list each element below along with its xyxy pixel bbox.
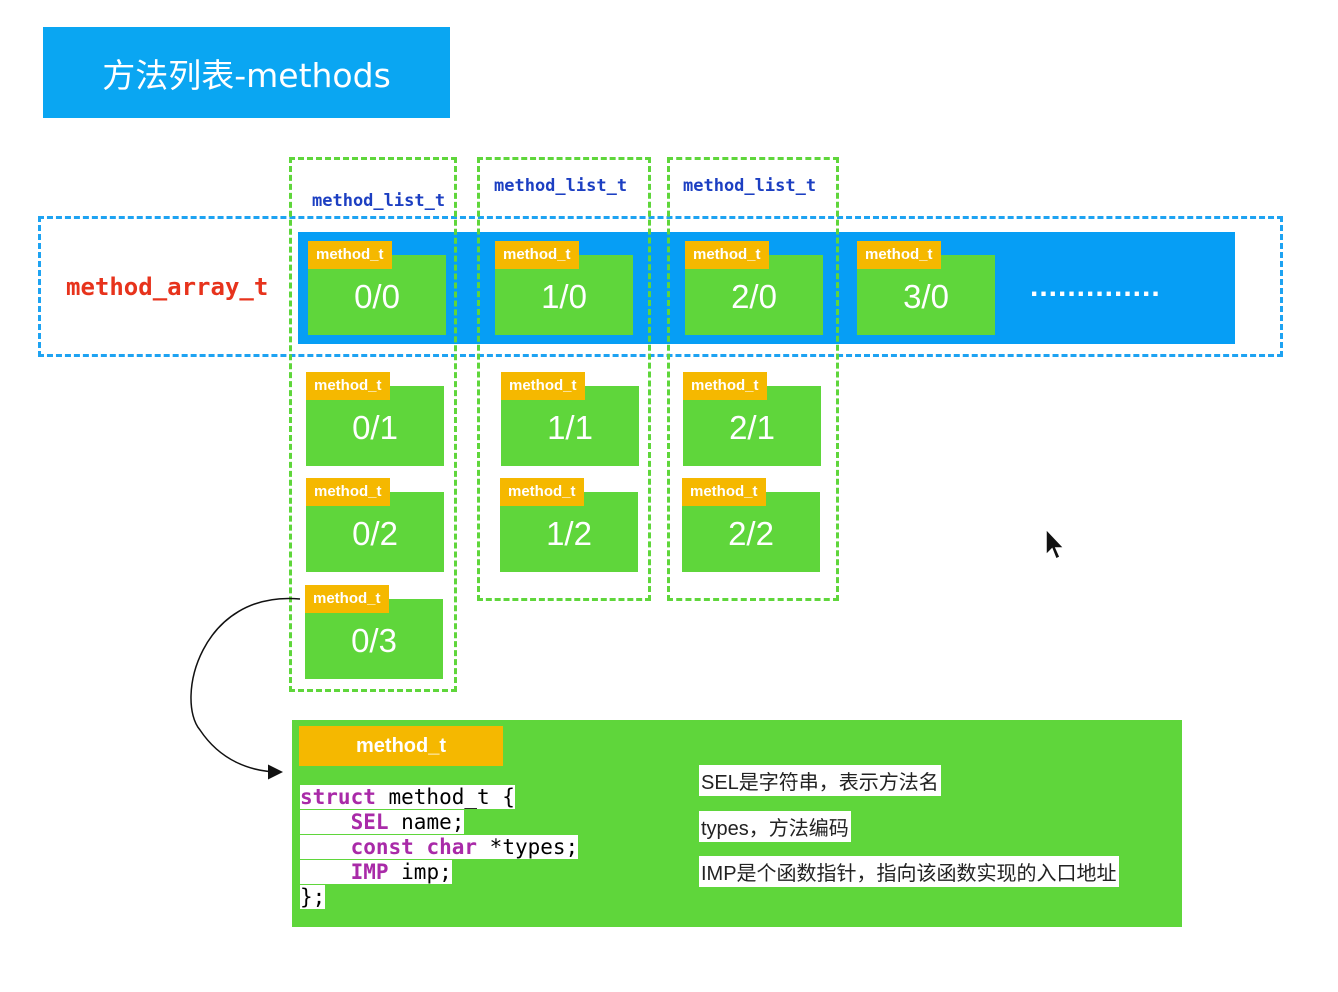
code-text: }; (300, 885, 326, 909)
method-card-1-2: method_t 1/2 (500, 478, 638, 572)
method-index: 0/2 (352, 515, 398, 552)
method-list-container-0 (289, 157, 457, 692)
imp-note: IMP是个函数指针，指向该函数实现的入口地址 (699, 856, 1119, 887)
code-text: *types; (477, 835, 579, 859)
code-keyword: const (350, 835, 414, 859)
method-tag: method_t (308, 241, 392, 269)
method-card-0-0: method_t 0/0 (308, 241, 446, 335)
method-tag: method_t (501, 372, 585, 400)
title-banner: 方法列表-methods (43, 27, 450, 118)
method-tag: method_t (306, 478, 390, 506)
method-tag: method_t (495, 241, 579, 269)
method-index: 0/1 (352, 409, 398, 446)
code-text: name; (388, 810, 465, 834)
method-tag: method_t (305, 585, 389, 613)
code-keyword: SEL (350, 810, 389, 834)
method-tag: method_t (857, 241, 941, 269)
method-card-1-1: method_t 1/1 (501, 372, 639, 466)
method-index: 2/2 (728, 515, 774, 552)
method-card-0-2: method_t 0/2 (306, 478, 444, 572)
method-card-2-1: method_t 2/1 (683, 372, 821, 466)
method-index: 2/1 (729, 409, 775, 446)
method-tag: method_t (682, 478, 766, 506)
method-t-struct-code: struct method_t { SEL name; const char *… (300, 785, 579, 910)
method-index: 1/0 (541, 278, 587, 315)
code-keyword: char (426, 835, 478, 859)
method-card-2-0: method_t 2/0 (685, 241, 823, 335)
method-array-label: method_array_t (66, 273, 269, 301)
method-card-2-2: method_t 2/2 (682, 478, 820, 572)
method-list-container-2 (667, 157, 839, 601)
method-index: 0/0 (354, 278, 400, 315)
code-text: method_t { (375, 785, 515, 809)
method-t-detail-tag: method_t (299, 726, 503, 766)
method-tag: method_t (500, 478, 584, 506)
types-note: types，方法编码 (699, 811, 851, 842)
sel-note: SEL是字符串，表示方法名 (699, 765, 941, 796)
method-array-container (38, 216, 1283, 357)
method-index: 1/2 (546, 515, 592, 552)
code-keyword: struct (300, 785, 376, 809)
mouse-cursor-icon (1045, 527, 1066, 561)
code-text: imp; (388, 860, 452, 884)
method-tag: method_t (685, 241, 769, 269)
method-card-0-3: method_t 0/3 (305, 585, 443, 679)
method-list-label-1: method_list_t (494, 176, 628, 196)
method-card-3-0: method_t 3/0 (857, 241, 995, 335)
method-tag: method_t (306, 372, 390, 400)
method-list-label-2: method_list_t (683, 176, 817, 196)
method-card-1-0: method_t 1/0 (495, 241, 633, 335)
page-title: 方法列表-methods (102, 55, 391, 95)
method-list-container-1 (477, 157, 651, 601)
code-keyword: IMP (350, 860, 389, 884)
method-index: 2/0 (731, 278, 777, 315)
method-index: 0/3 (351, 622, 397, 659)
method-index: 1/1 (547, 409, 593, 446)
method-list-label-0: method_list_t (312, 191, 446, 211)
method-index: 3/0 (903, 278, 949, 315)
method-tag: method_t (683, 372, 767, 400)
method-card-0-1: method_t 0/1 (306, 372, 444, 466)
more-ellipsis: .............. (1030, 270, 1161, 303)
